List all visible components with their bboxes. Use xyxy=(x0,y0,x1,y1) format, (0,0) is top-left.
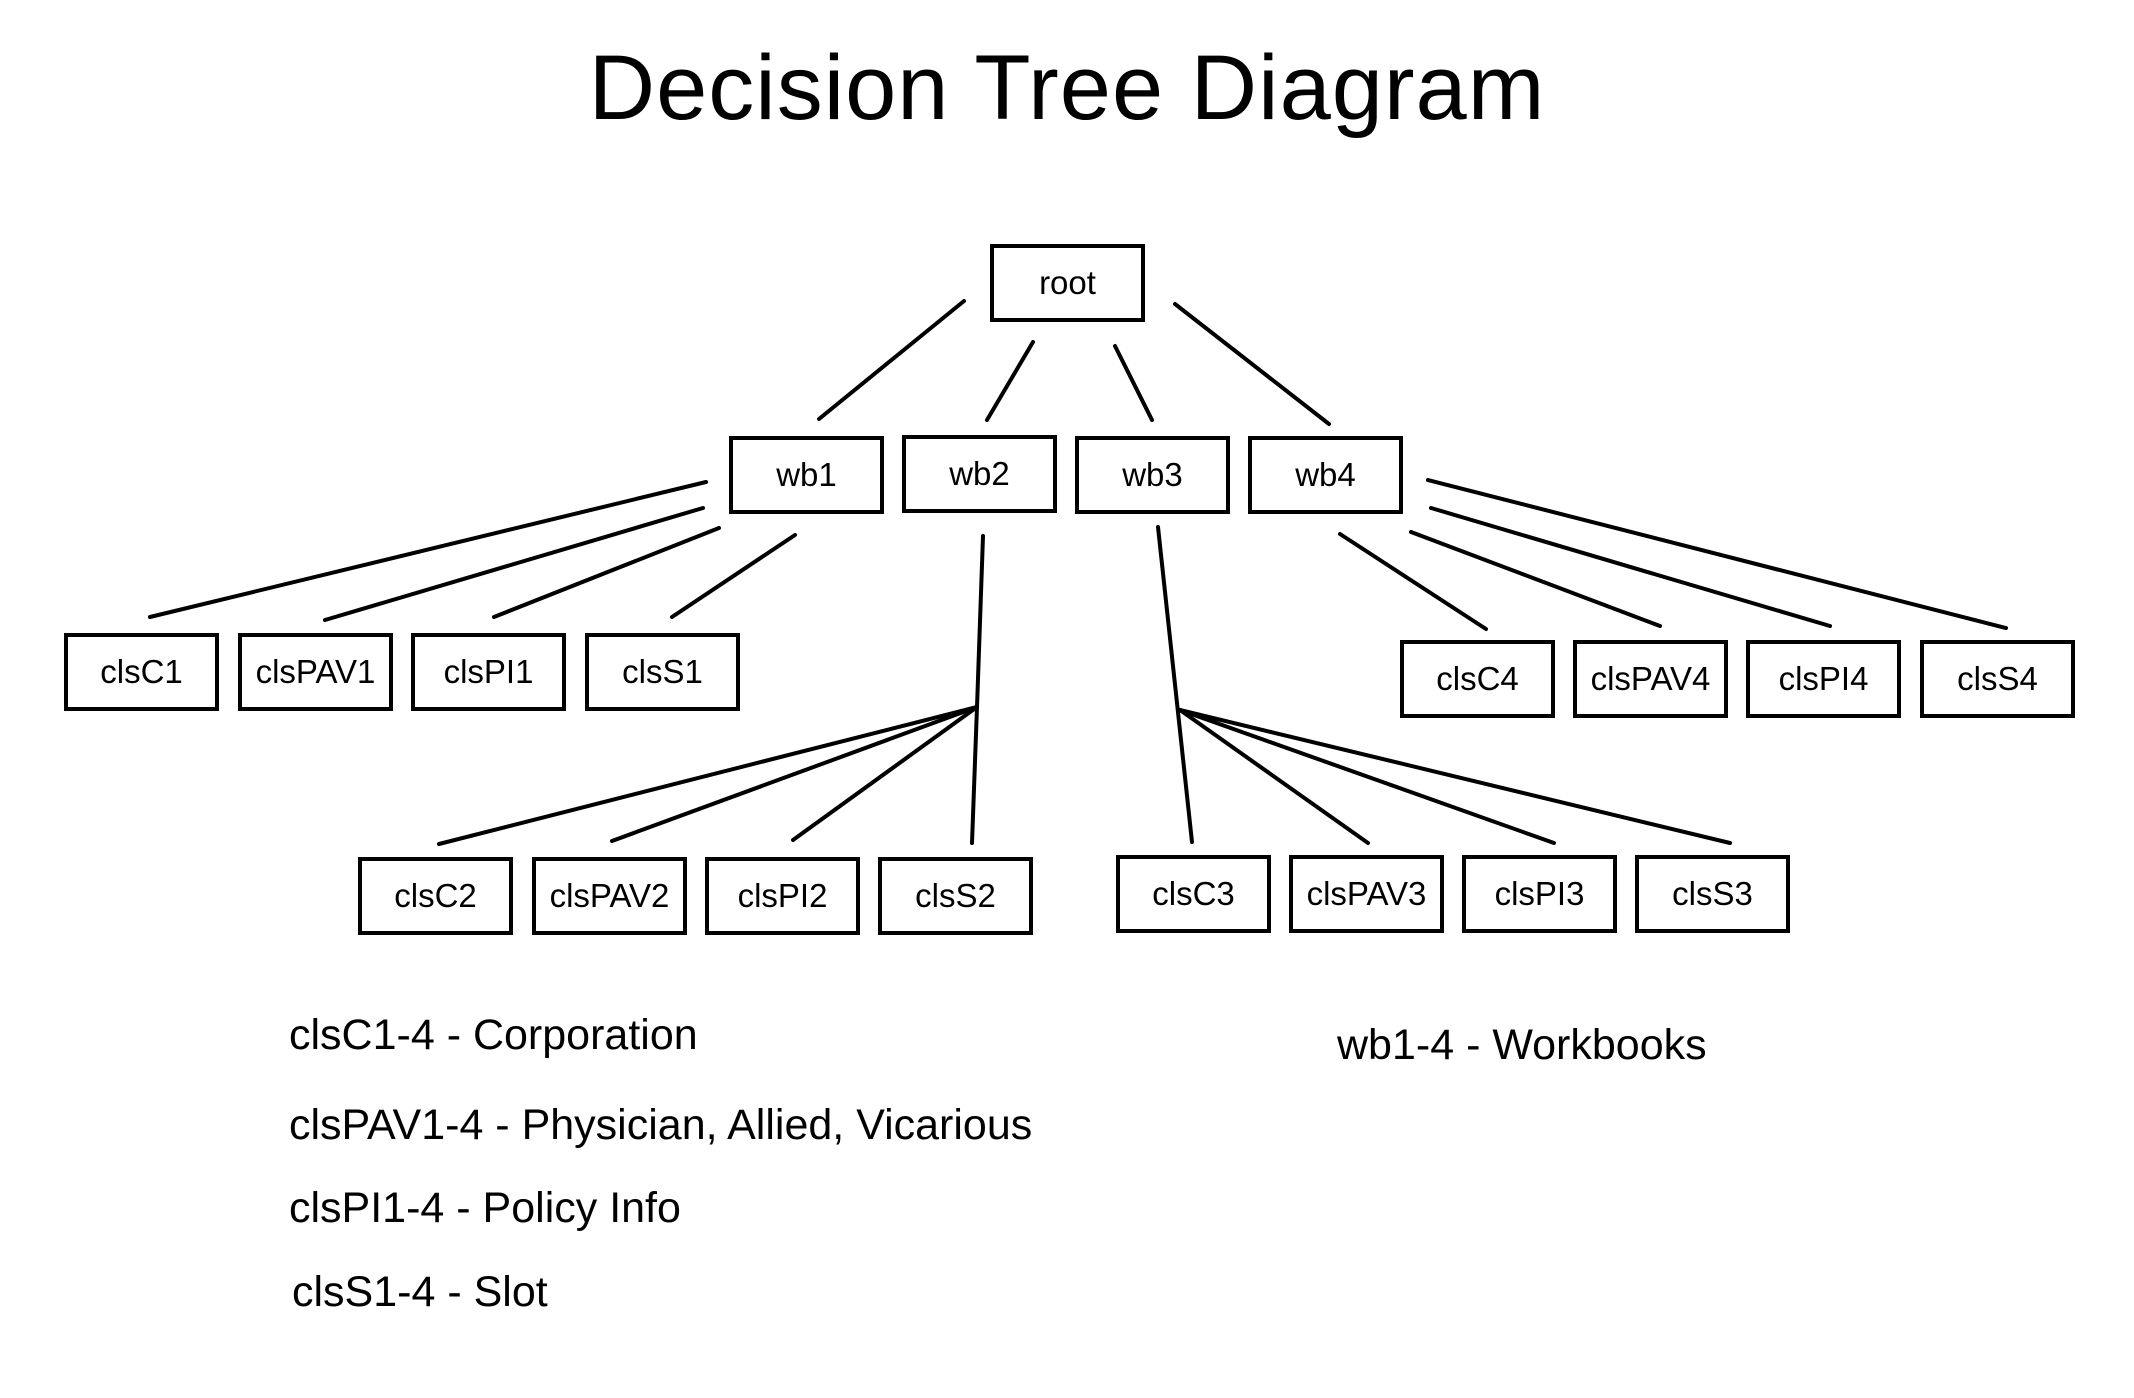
node-clsPAV4-label: clsPAV4 xyxy=(1590,660,1711,697)
edge-wb3-clsS3 xyxy=(1178,708,1732,845)
node-clsS2: clsS2 xyxy=(878,857,1033,935)
node-clsPI2: clsPI2 xyxy=(705,857,860,935)
node-clsS1: clsS1 xyxy=(585,633,740,711)
edge-wb1-clsS1 xyxy=(670,533,797,619)
node-wb4-label: wb4 xyxy=(1295,456,1356,493)
node-clsPI4-label: clsPI4 xyxy=(1778,660,1869,697)
legend-corporation: clsC1-4 - Corporation xyxy=(289,1011,698,1059)
node-wb1-label: wb1 xyxy=(776,456,837,493)
node-clsPI3-label: clsPI3 xyxy=(1494,875,1585,912)
legend-physician: clsPAV1-4 - Physician, Allied, Vicarious xyxy=(289,1101,1033,1149)
node-clsS3-label: clsS3 xyxy=(1672,875,1753,912)
node-wb3: wb3 xyxy=(1075,436,1230,514)
node-clsPI1: clsPI1 xyxy=(411,633,566,711)
node-clsPI1-label: clsPI1 xyxy=(443,653,534,690)
node-clsC3: clsC3 xyxy=(1116,855,1271,933)
node-clsS4-label: clsS4 xyxy=(1957,660,2038,697)
node-clsPI3: clsPI3 xyxy=(1462,855,1617,933)
node-wb1: wb1 xyxy=(729,436,884,514)
edge-wb4-clsPI4 xyxy=(1429,506,1832,628)
node-wb2: wb2 xyxy=(902,435,1057,513)
edge-root-wb1 xyxy=(817,299,966,421)
edge-wb3-clsPAV3 xyxy=(1178,708,1370,845)
node-clsS2-label: clsS2 xyxy=(915,877,996,914)
edge-wb2-trunk xyxy=(975,534,985,709)
edge-wb3-clsC3 xyxy=(1156,525,1194,844)
legend-workbooks: wb1-4 - Workbooks xyxy=(1337,1021,1707,1069)
node-root: root xyxy=(990,244,1145,322)
node-clsPAV4: clsPAV4 xyxy=(1573,640,1728,718)
node-clsC2: clsC2 xyxy=(358,857,513,935)
node-clsPAV3: clsPAV3 xyxy=(1289,855,1444,933)
legend-policy: clsPI1-4 - Policy Info xyxy=(289,1184,681,1232)
edge-wb2-clsS2 xyxy=(970,705,979,845)
node-clsPI2-label: clsPI2 xyxy=(737,877,828,914)
node-clsPAV1: clsPAV1 xyxy=(238,633,393,711)
legend-slot: clsS1-4 - Slot xyxy=(292,1268,548,1316)
node-clsPAV3-label: clsPAV3 xyxy=(1306,875,1427,912)
node-wb2-label: wb2 xyxy=(949,455,1010,492)
node-wb3-label: wb3 xyxy=(1122,456,1183,493)
node-wb4: wb4 xyxy=(1248,436,1403,514)
node-clsPAV2: clsPAV2 xyxy=(532,857,687,935)
edge-wb2-clsC2 xyxy=(437,705,979,846)
node-clsC1-label: clsC1 xyxy=(100,653,183,690)
edge-wb4-clsS4 xyxy=(1426,478,2008,630)
node-clsPAV1-label: clsPAV1 xyxy=(255,653,376,690)
node-clsC3-label: clsC3 xyxy=(1152,875,1235,912)
edge-wb1-clsPI1 xyxy=(492,526,721,619)
edge-root-wb3 xyxy=(1113,344,1154,422)
node-clsS1-label: clsS1 xyxy=(622,653,703,690)
node-clsS4: clsS4 xyxy=(1920,640,2075,718)
node-clsPI4: clsPI4 xyxy=(1746,640,1901,718)
node-clsC1: clsC1 xyxy=(64,633,219,711)
node-root-label: root xyxy=(1039,264,1096,301)
edge-root-wb2 xyxy=(985,340,1035,422)
node-clsC4-label: clsC4 xyxy=(1436,660,1519,697)
diagram-title: Decision Tree Diagram xyxy=(588,37,1546,139)
node-clsPAV2-label: clsPAV2 xyxy=(549,877,670,914)
node-clsS3: clsS3 xyxy=(1635,855,1790,933)
node-clsC2-label: clsC2 xyxy=(394,877,477,914)
edge-wb4-clsPAV4 xyxy=(1409,530,1662,628)
edge-wb1-clsPAV1 xyxy=(323,506,705,622)
edge-wb1-clsC1 xyxy=(148,480,708,619)
edge-root-wb4 xyxy=(1173,302,1331,426)
edge-wb2-clsPI2 xyxy=(791,705,979,842)
node-clsC4: clsC4 xyxy=(1400,640,1555,718)
edge-wb4-clsC4 xyxy=(1338,532,1488,631)
edge-wb2-clsPAV2 xyxy=(610,705,979,843)
edge-wb3-clsPI3 xyxy=(1178,708,1556,845)
